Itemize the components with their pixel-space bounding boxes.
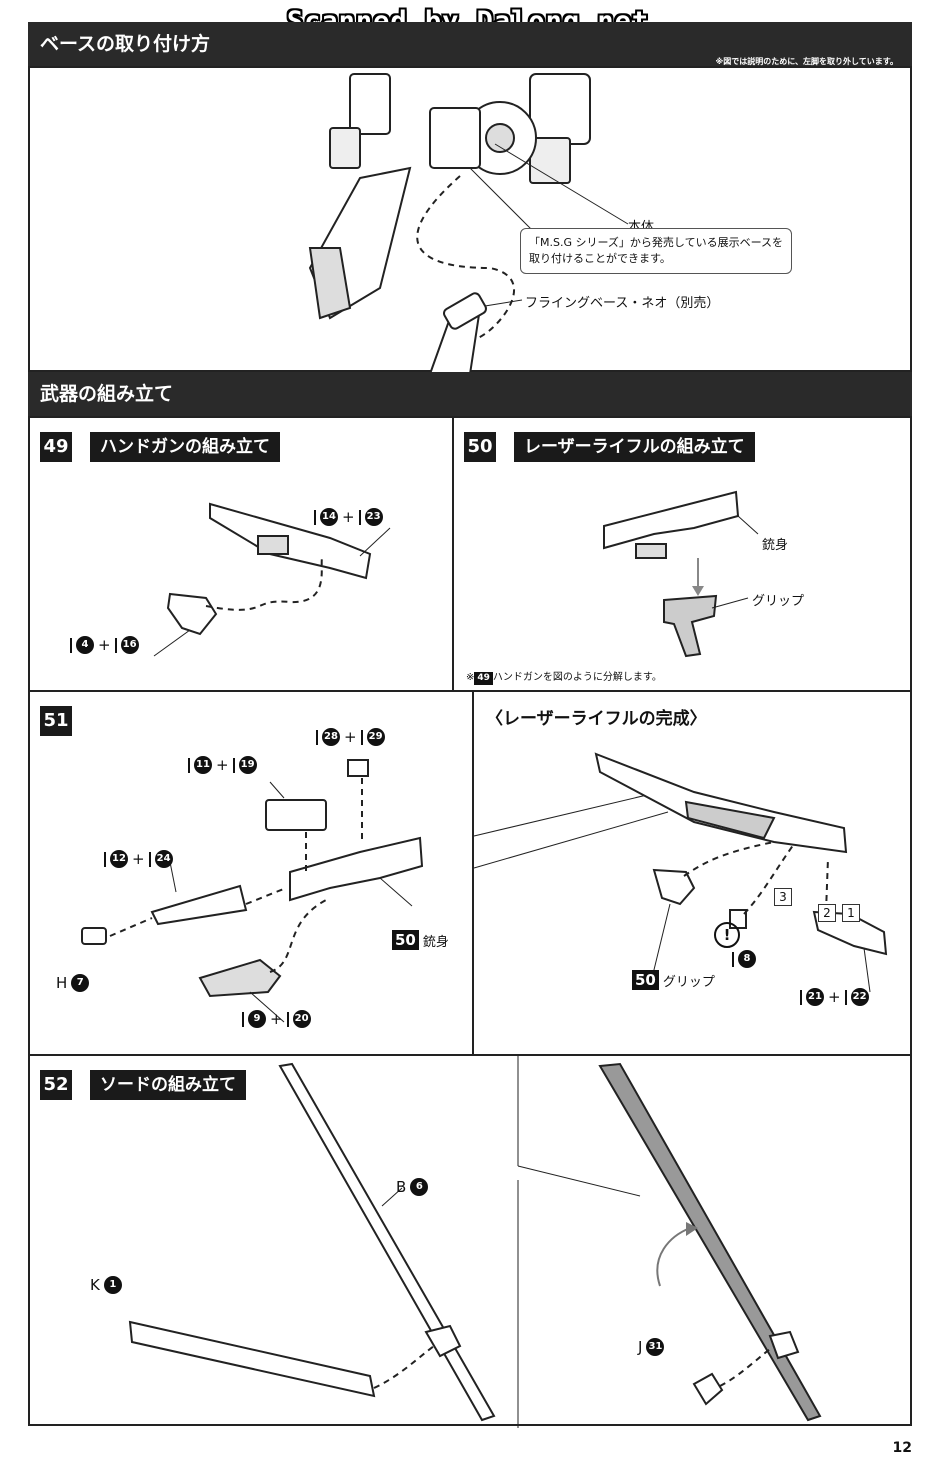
step-52-number: 52	[40, 1070, 72, 1100]
handgun-illustration	[153, 502, 391, 657]
part-ref-14-23: 14 + 23	[314, 508, 383, 526]
label-flying-base: フライングベース・ネオ（別売）	[525, 296, 720, 311]
part-ref-28-29: 28 + 29	[316, 728, 385, 746]
warning-icon: !	[714, 922, 740, 948]
part-ref-11-19: 11 + 19	[188, 756, 257, 774]
part-ref-4-16: 4 + 16	[70, 636, 139, 654]
part-ref-8: 8	[732, 950, 756, 968]
section-title-base: ベースの取り付け方	[40, 33, 211, 55]
sword-illustration	[128, 1056, 822, 1428]
label-grip: グリップ	[752, 594, 805, 609]
step-52-title: ソードの組み立て	[90, 1070, 246, 1100]
order-box-3: 3	[774, 888, 792, 906]
base-note: ※図では説明のために、左脚を取り外しています。	[715, 57, 899, 66]
step-50-title: レーザーライフルの組み立て	[514, 432, 755, 462]
part-ref-21-22: 21 + 22	[800, 988, 869, 1006]
section-header-base: ベースの取り付け方 ※図では説明のために、左脚を取り外しています。	[28, 22, 912, 66]
callout-line-2: 取り付けることができます。	[529, 252, 671, 265]
laser-rifle-parts-illustration	[603, 490, 759, 658]
page-number: 12	[892, 1440, 912, 1456]
rifle-assembly-illustration	[81, 759, 424, 1023]
step-51-number: 51	[40, 706, 72, 736]
callout-line-1: 「M.S.G シリーズ」から発売している展示ベースを	[529, 236, 784, 249]
base-illustration	[308, 73, 629, 375]
base-callout: 「M.S.G シリーズ」から発売している展示ベースを 取り付けることができます。	[520, 228, 793, 274]
rifle-complete-frame: 〈レーザーライフルの完成〉 3 2 1 ! 8	[472, 690, 912, 1056]
order-box-1: 1	[842, 904, 860, 922]
rifle-complete-title: 〈レーザーライフルの完成〉	[486, 709, 707, 729]
step-49-number: 49	[40, 432, 72, 462]
rifle-complete-illustration	[473, 752, 888, 993]
base-frame: 本体 「M.S.G シリーズ」から発売している展示ベースを 取り付けることができ…	[28, 66, 912, 375]
order-box-2: 2	[818, 904, 836, 922]
instruction-page: ベースの取り付け方 ※図では説明のために、左脚を取り外しています。	[28, 22, 912, 1056]
step-50-number: 50	[464, 432, 496, 462]
section-header-weapons: 武器の組み立て	[28, 372, 912, 416]
step-49-frame: 49 ハンドガンの組み立て 14 + 23 4 + 16	[28, 416, 454, 692]
part-ref-12-24: 12 + 24	[104, 850, 173, 868]
part-ref-9-20: 9 + 20	[242, 1010, 311, 1028]
section-title-weapons: 武器の組み立て	[40, 383, 174, 405]
step-49-title: ハンドガンの組み立て	[90, 432, 280, 462]
label-barrel: 銃身	[762, 538, 789, 553]
step-51-frame: 51 28 + 29	[28, 690, 474, 1056]
